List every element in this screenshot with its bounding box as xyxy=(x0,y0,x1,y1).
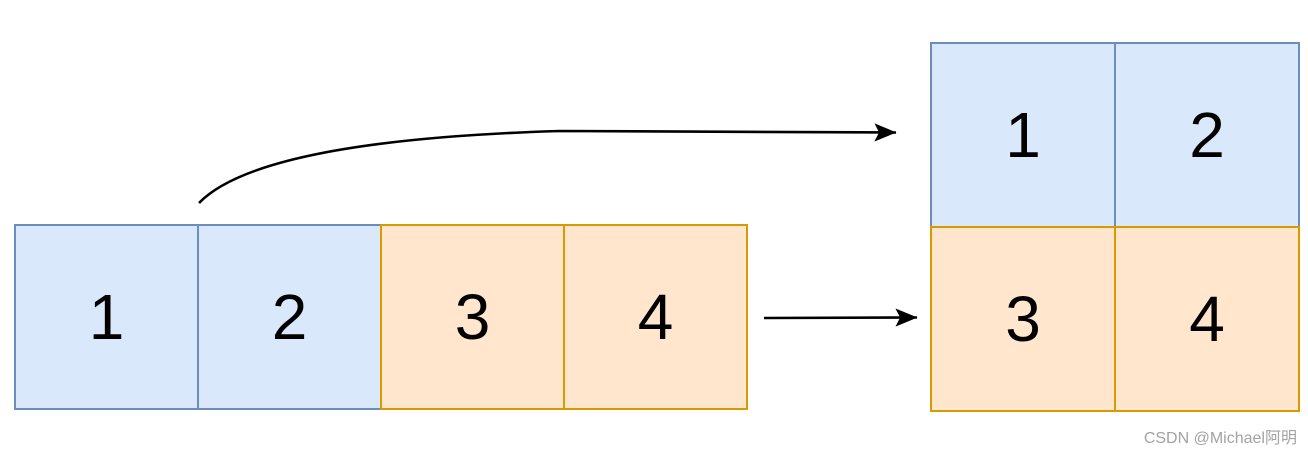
watermark: CSDN @Michael阿明 xyxy=(1143,430,1297,447)
curved-arrow xyxy=(198,123,897,204)
target-cell-4: 4 xyxy=(1114,226,1300,412)
target-cell-3: 3 xyxy=(930,226,1116,412)
source-cell-3: 3 xyxy=(380,224,565,410)
target-grid: 1 2 3 4 xyxy=(930,42,1300,412)
target-grid-row-top: 1 2 xyxy=(930,42,1300,228)
target-cell-2: 2 xyxy=(1114,42,1300,228)
target-cell-1: 1 xyxy=(930,42,1116,228)
straight-arrow xyxy=(763,308,918,327)
source-row: 1 2 3 4 xyxy=(14,224,748,410)
target-grid-row-bottom: 3 4 xyxy=(930,226,1300,412)
source-cell-1: 1 xyxy=(14,224,199,410)
source-cell-4: 4 xyxy=(563,224,748,410)
source-cell-2: 2 xyxy=(197,224,382,410)
